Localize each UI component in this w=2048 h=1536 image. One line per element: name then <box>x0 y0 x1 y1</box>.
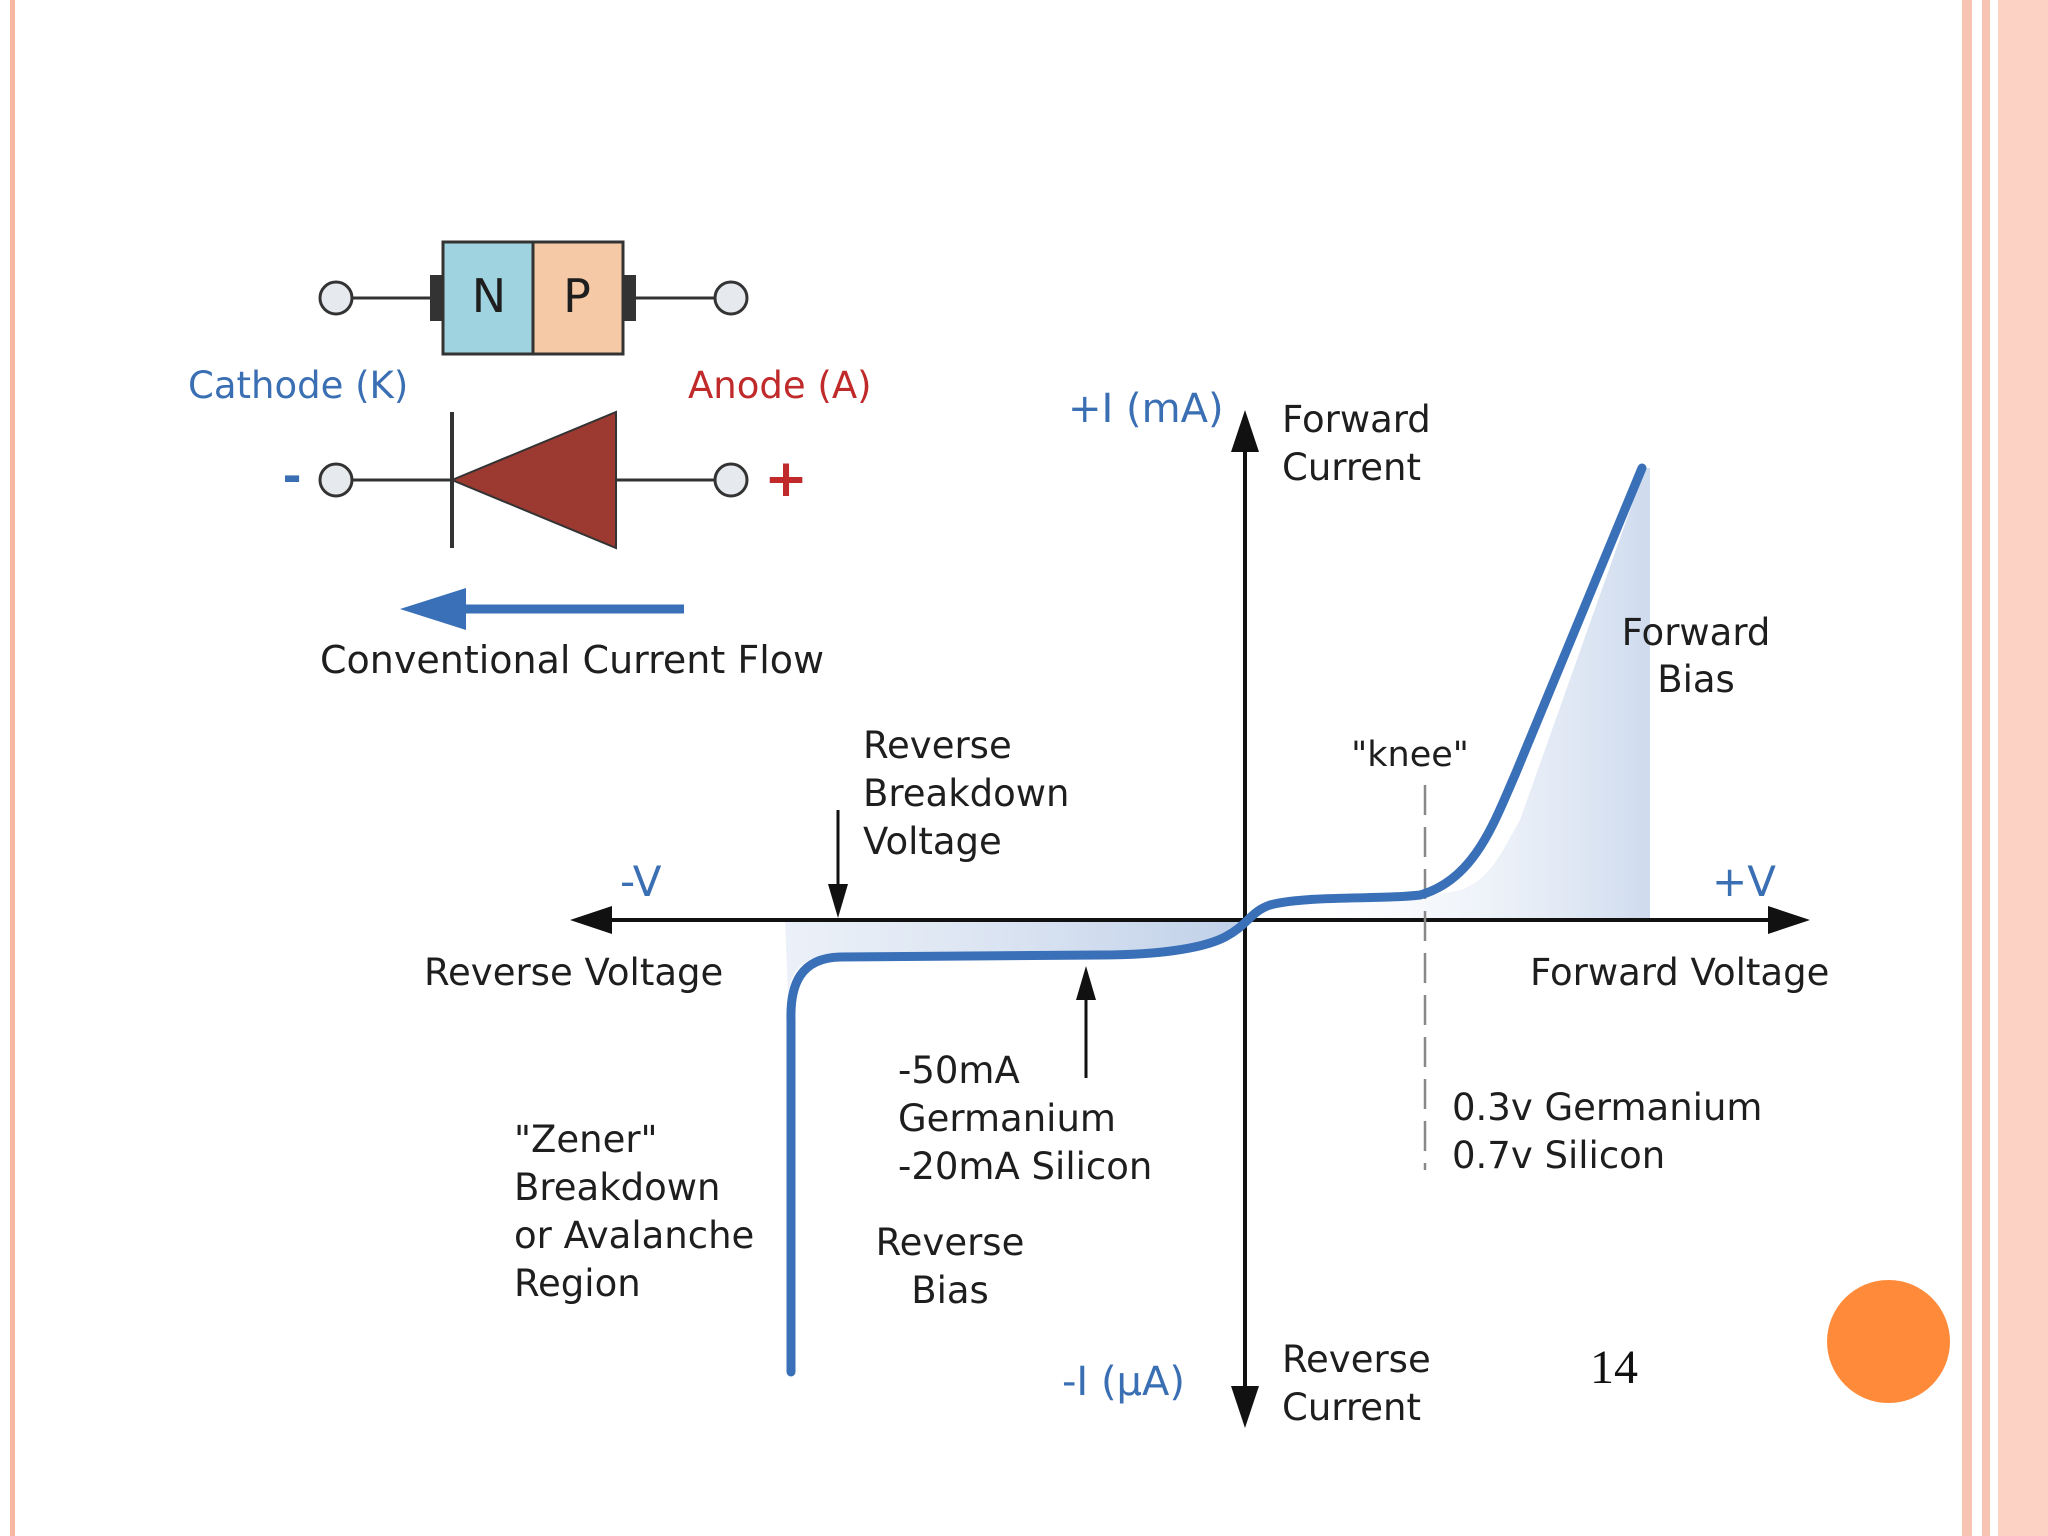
leakage-line-3: -20mA Silicon <box>898 1145 1152 1188</box>
cathode-terminal-top <box>318 280 354 316</box>
cathode-contact <box>430 275 444 321</box>
reverse-breakdown-line-3: Voltage <box>863 820 1002 863</box>
flow-label: Conventional Current Flow <box>320 638 824 682</box>
reverse-bias-line-2: Bias <box>911 1269 989 1312</box>
forward-current-line-2: Current <box>1282 446 1421 489</box>
anode-label: Anode (A) <box>688 364 872 407</box>
reverse-bias-line-1: Reverse <box>876 1221 1025 1264</box>
right-border-inner <box>1982 0 1990 1536</box>
minus-i-label: -I (µA) <box>1062 1359 1185 1405</box>
cathode-label: Cathode (K) <box>188 364 408 407</box>
current-flow-arrow-head <box>400 588 466 630</box>
vi-characteristic-curve <box>786 463 1647 1377</box>
threshold-line-1: 0.3v Germanium <box>1452 1086 1762 1129</box>
zener-line-1: "Zener" <box>514 1118 658 1161</box>
breakdown-pointer-head <box>828 884 848 918</box>
leakage-line-2: Germanium <box>898 1097 1116 1140</box>
slide-number: 14 <box>1590 1341 1638 1394</box>
zener-line-4: Region <box>514 1262 641 1305</box>
right-border-outer <box>1962 0 1972 1536</box>
minus-v-label: -V <box>620 857 662 906</box>
forward-voltage-label: Forward Voltage <box>1530 951 1829 994</box>
knee-label: "knee" <box>1351 735 1469 775</box>
forward-bias-line-2: Bias <box>1657 658 1735 701</box>
reverse-current-line-2: Current <box>1282 1386 1421 1429</box>
plus-i-label: +I (mA) <box>1068 386 1224 432</box>
voltage-axis-right-arrow <box>1768 906 1810 934</box>
right-border-band <box>1998 0 2048 1536</box>
current-axis-bottom-arrow <box>1231 1386 1259 1428</box>
reverse-breakdown-line-2: Breakdown <box>863 772 1069 815</box>
anode-contact <box>622 275 636 321</box>
forward-current-line-1: Forward <box>1282 398 1431 441</box>
p-label: P <box>563 269 591 323</box>
anode-terminal <box>713 462 749 498</box>
p-region <box>531 240 625 356</box>
n-label: N <box>472 269 506 323</box>
reverse-voltage-label: Reverse Voltage <box>424 951 723 994</box>
threshold-line-2: 0.7v Silicon <box>1452 1134 1665 1177</box>
reverse-current-line-1: Reverse <box>1282 1338 1431 1381</box>
anode-terminal-top <box>713 280 749 316</box>
zener-line-3: or Avalanche <box>514 1214 754 1257</box>
minus-sign: - <box>282 449 301 503</box>
diode-symbol: - + <box>282 410 808 550</box>
leakage-line-1: -50mA <box>898 1049 1020 1092</box>
plus-v-label: +V <box>1712 857 1776 906</box>
orange-circle-decoration <box>1827 1280 1950 1403</box>
current-axis-top-arrow <box>1231 410 1259 452</box>
pn-junction-block: N P <box>318 240 749 356</box>
left-border <box>10 0 15 1536</box>
plus-sign: + <box>764 449 808 509</box>
diode-triangle <box>449 410 617 550</box>
forward-bias-shading <box>1245 468 1650 920</box>
leakage-pointer-head <box>1076 966 1096 1000</box>
cathode-terminal <box>318 462 354 498</box>
reverse-bias-shading <box>785 920 1245 995</box>
voltage-axis-left-arrow <box>570 906 612 934</box>
forward-bias-line-1: Forward <box>1622 611 1771 654</box>
reverse-breakdown-line-1: Reverse <box>863 724 1012 767</box>
zener-line-2: Breakdown <box>514 1166 720 1209</box>
